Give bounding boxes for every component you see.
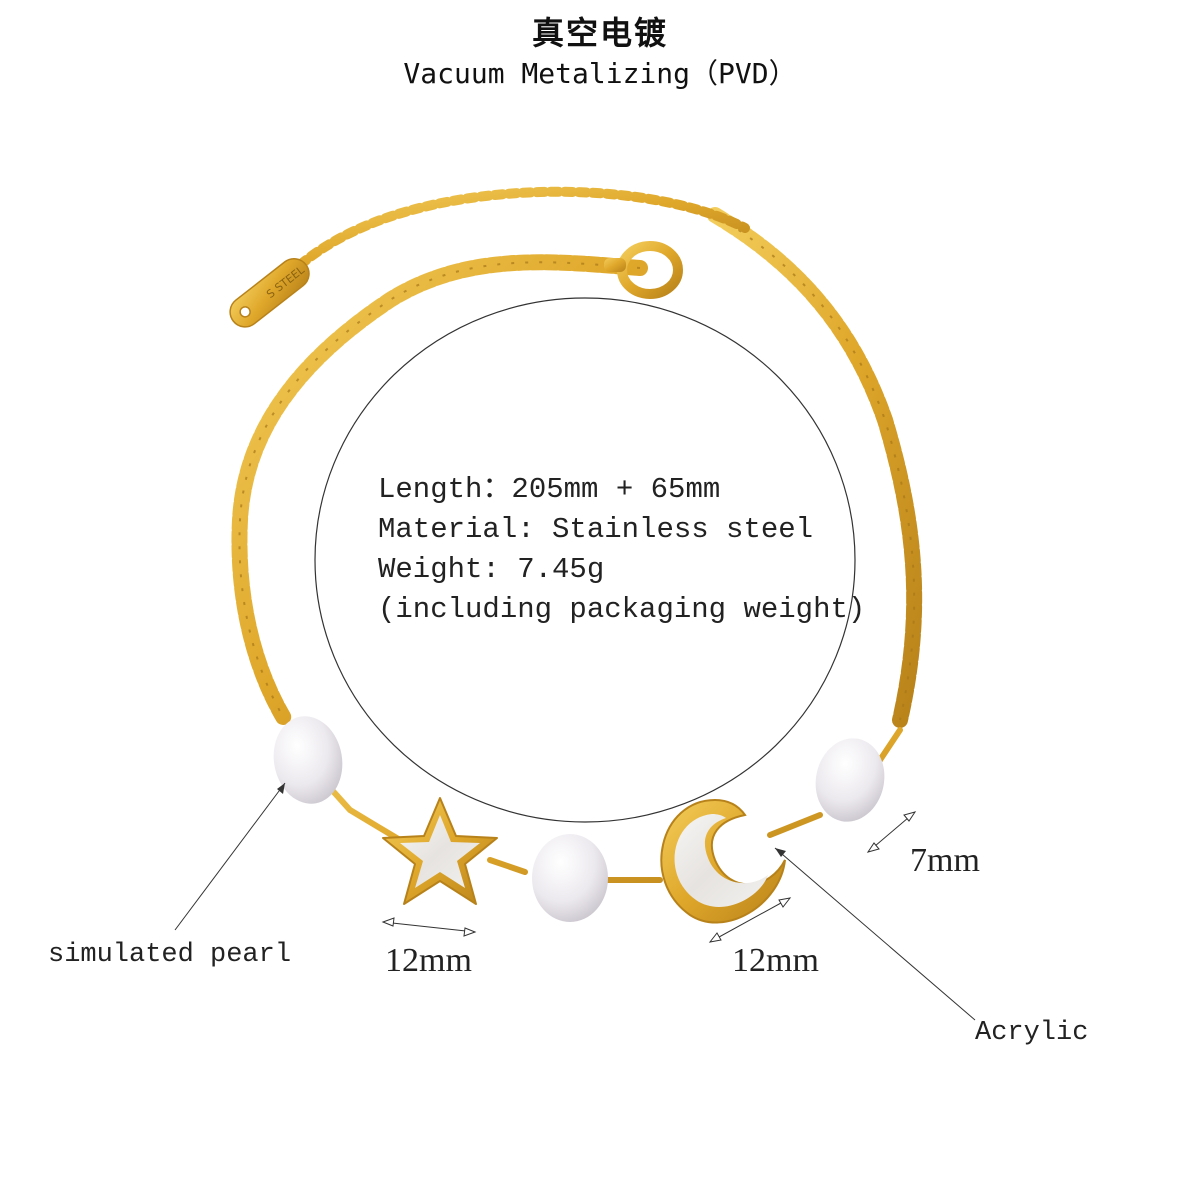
title-english: Vacuum Metalizing（PVD） <box>403 57 797 90</box>
spec-weight: Weight: 7.45g <box>378 553 605 586</box>
star-charm <box>382 797 498 905</box>
lobster-clasp <box>604 241 683 299</box>
spec-block: Length：205mm + 65mm Material: Stainless … <box>378 470 938 630</box>
pearl-right <box>815 738 885 822</box>
label-acrylic: Acrylic <box>975 1018 1089 1048</box>
pearl-dimension-arrow <box>866 811 917 853</box>
label-simulated-pearl: simulated pearl <box>48 940 292 970</box>
spec-length: Length：205mm + 65mm <box>378 473 721 506</box>
label-pearl-size: 7mm <box>910 842 980 879</box>
chain-left <box>231 254 648 728</box>
title-chinese: 真空电镀 <box>531 14 668 52</box>
moon-charm <box>660 798 786 924</box>
spec-material: Material: Stainless steel <box>378 513 814 546</box>
pearl-left <box>273 716 343 804</box>
extension-chain <box>295 186 750 270</box>
label-moon-size: 12mm <box>732 942 819 979</box>
pearl-center <box>532 834 608 922</box>
label-star-size: 12mm <box>385 942 472 979</box>
pearl-pointer-line <box>174 782 286 931</box>
star-dimension-arrow <box>381 917 477 937</box>
info-circle <box>314 297 856 823</box>
spec-weight-note: (including packaging weight) <box>378 593 866 626</box>
steel-tag: S STEEL <box>229 257 310 328</box>
acrylic-pointer-line <box>774 847 976 1021</box>
moon-dimension-arrow <box>708 897 792 943</box>
chain-right <box>707 207 923 728</box>
